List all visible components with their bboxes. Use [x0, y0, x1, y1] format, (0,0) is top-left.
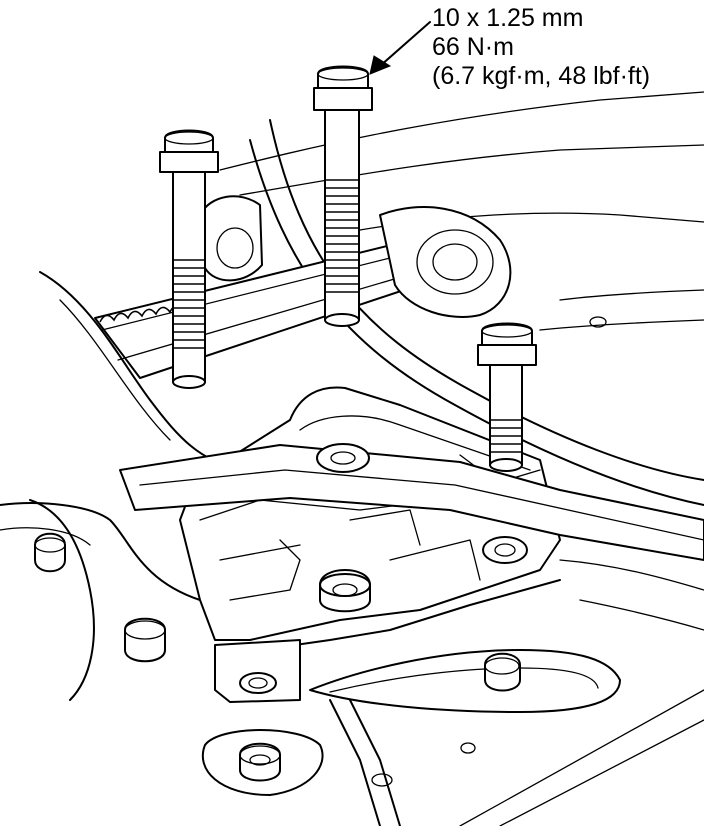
- leader-arrow: [369, 21, 431, 75]
- left-bosses: [34, 532, 166, 663]
- bracket-bosses: [316, 443, 528, 613]
- shaft-housing: [199, 195, 512, 318]
- torque-spec-label: 10 x 1.25 mm 66 N·m (6.7 kgf·m, 48 lbf·f…: [432, 4, 650, 91]
- bolt-center: [313, 65, 373, 327]
- left-body-panel: [0, 271, 241, 701]
- front-subframe: [201, 316, 704, 826]
- body-contour-lines: [219, 91, 704, 506]
- torque-metric-text: 66 N·m: [432, 33, 514, 61]
- bolt-size-text: 10 x 1.25 mm: [432, 4, 584, 32]
- torque-imperial-text: (6.7 kgf·m, 48 lbf·ft): [432, 62, 651, 90]
- cross-brace: [119, 444, 704, 561]
- bolt-right: [477, 322, 537, 472]
- bolt-left: [159, 129, 219, 389]
